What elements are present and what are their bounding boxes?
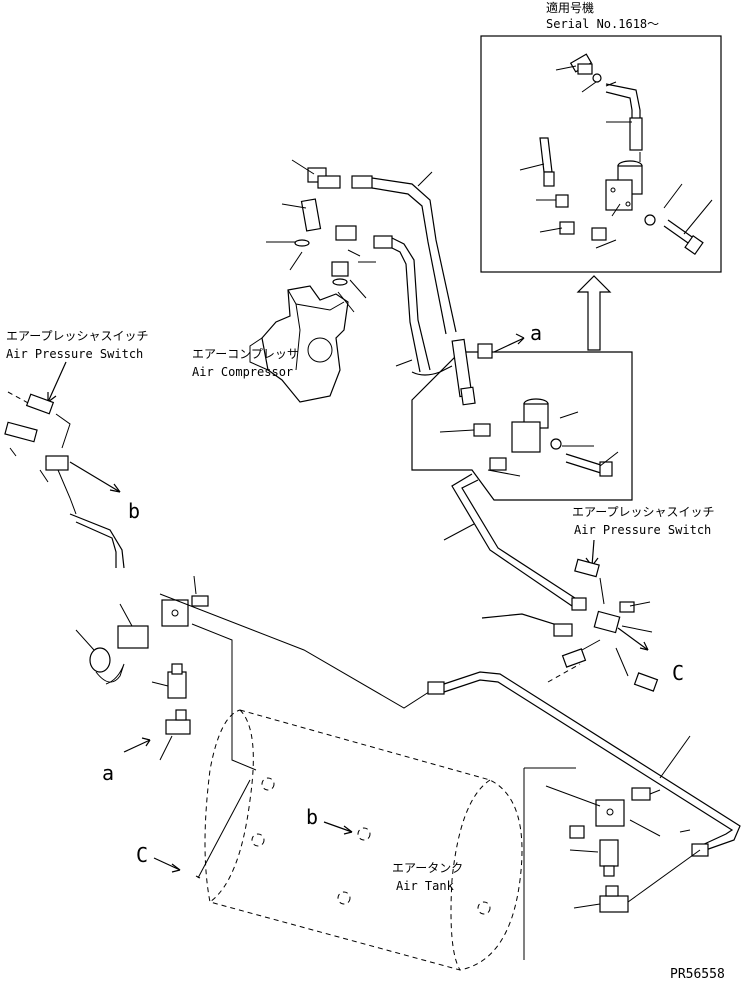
right-check-tee	[599, 895, 629, 913]
hose-end-a	[477, 343, 493, 359]
inset-washer	[644, 214, 656, 226]
switch-right-label-jp: エアープレッシャスイッチ	[572, 505, 715, 519]
drain-cap	[89, 647, 111, 673]
left-tee-block	[45, 455, 69, 471]
switch-left-label-jp: エアープレッシャスイッチ	[6, 329, 149, 343]
tank-label-en: Air Tank	[396, 879, 455, 893]
inset-connector	[559, 221, 575, 235]
ref-a-top: a	[530, 321, 542, 345]
air-compressor: エアーコンプレッサ Air Compressor	[192, 285, 349, 403]
ref-c-tank: C	[136, 843, 148, 867]
ref-b-tank: b	[306, 805, 318, 829]
nut-fitting	[331, 261, 349, 277]
right-tee-block	[593, 610, 621, 634]
right-pressure-switch-group: エアープレッシャスイッチ Air Pressure Switch C	[481, 505, 715, 692]
air-tank: エアータンク Air Tank b C	[136, 709, 523, 971]
right-tank-fittings	[523, 767, 701, 960]
left-pressure-switch-group: エアープレッシャスイッチ Air Pressure Switch b	[4, 329, 149, 569]
compressor-hoses: a	[351, 175, 542, 406]
pipe-valve-to-switch	[451, 473, 573, 607]
routing-line	[159, 593, 433, 709]
up-arrow	[576, 275, 612, 351]
tank-label-jp: エアータンク	[392, 861, 463, 875]
drawing-number: PR56558	[670, 967, 725, 982]
right-manifold-block	[595, 799, 625, 827]
inset-elbow-fitting	[569, 53, 602, 83]
serial-variant-inset: 適用号機 Serial No.1618〜	[480, 0, 722, 273]
inset-adapter	[591, 227, 607, 241]
switch-right-label-en: Air Pressure Switch	[574, 523, 711, 537]
inset-flex-hose	[539, 137, 553, 173]
inset-frame	[480, 35, 722, 273]
switch-left-label-en: Air Pressure Switch	[6, 347, 143, 361]
inset-title-en: Serial No.1618〜	[546, 17, 659, 31]
pipe-to-tank-fitting	[443, 671, 741, 853]
o-ring-1	[294, 239, 310, 247]
inset-title-jp: 適用号機	[546, 0, 594, 15]
inset-unloader-valve	[605, 160, 643, 211]
tank-drain-fittings: a	[75, 575, 257, 785]
filter-fitting	[300, 198, 322, 232]
unloader-valve-group	[439, 398, 619, 477]
ref-a-left: a	[102, 761, 114, 785]
check-tee	[165, 719, 191, 735]
compressor-label-jp: エアーコンプレッサ	[192, 347, 299, 361]
ref-c-right: C	[672, 661, 684, 685]
drain-valve	[117, 625, 149, 649]
compressor-label-en: Air Compressor	[192, 365, 293, 379]
o-ring-2	[332, 278, 348, 286]
ref-b-left: b	[128, 499, 140, 523]
compressor-fittings	[294, 167, 357, 286]
elbow-fitting-2	[335, 225, 357, 241]
inset-hose-end	[629, 117, 643, 151]
inset-nipple	[555, 194, 569, 208]
